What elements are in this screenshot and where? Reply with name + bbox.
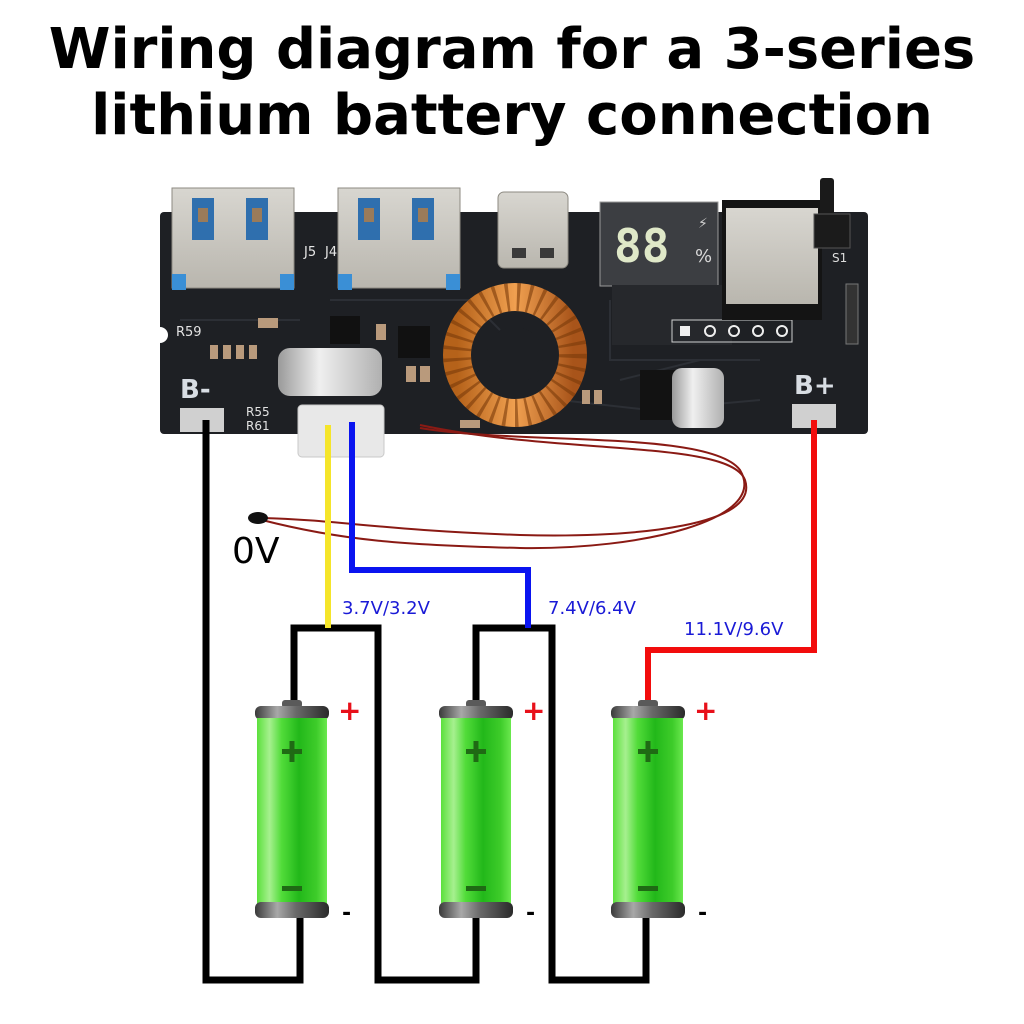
positive-wire: [645, 420, 817, 706]
silk-r55: R55: [246, 405, 270, 419]
battery-bottom-cap: [611, 902, 685, 918]
battery-minus-label: -: [698, 901, 707, 926]
ic-chip-1: [330, 316, 360, 344]
tap1-voltage-label: 3.7V/3.2V: [342, 598, 431, 619]
thermistor-icon: [248, 512, 268, 524]
power-switch[interactable]: [813, 178, 851, 249]
battery-minus-label: -: [342, 901, 351, 926]
battery-1: +-: [255, 694, 361, 926]
battery-minus-label: -: [526, 901, 535, 926]
b-minus-pad[interactable]: [180, 408, 224, 432]
ic-chip-2: [398, 326, 430, 358]
battery-inner-plus-v: [645, 741, 651, 762]
capacitor-1: [278, 348, 382, 396]
silk-j5: J5: [303, 245, 316, 260]
tap3-voltage-label: 11.1V/9.6V: [684, 619, 784, 640]
battery-inner-plus-v: [473, 741, 479, 762]
silk-j4: J4: [324, 245, 337, 260]
battery-bottom-cap: [439, 902, 513, 918]
display-percent: %: [695, 246, 712, 267]
balance-connector[interactable]: [297, 404, 385, 458]
display-digits: 88: [614, 219, 669, 273]
link-cell1-cell2: [290, 624, 480, 984]
title-line-1: Wiring diagram for a 3-series: [48, 17, 976, 82]
battery-3: +-: [611, 694, 717, 926]
battery-bottom-cap: [255, 902, 329, 918]
battery-top-cap: [255, 706, 329, 720]
battery-inner-minus: [638, 886, 658, 891]
battery-cells: +-+-+-: [255, 694, 717, 926]
side-connector: [845, 283, 859, 345]
silk-s1: S1: [832, 251, 847, 265]
lightning-icon: ⚡: [698, 216, 708, 232]
pcb-notch: [152, 327, 168, 343]
link-cell2-cell3: [472, 624, 650, 984]
thermistor-wire-2: [261, 427, 746, 550]
tap2-voltage-label: 7.4V/6.4V: [548, 598, 637, 619]
battery-plus-label: +: [694, 694, 717, 727]
battery-inner-minus: [466, 886, 486, 891]
battery-plus-label: +: [338, 694, 361, 727]
wires: [202, 420, 817, 984]
battery-top-cap: [439, 706, 513, 720]
silk-r61: R61: [246, 419, 270, 433]
battery-inner-plus-v: [289, 741, 295, 762]
inductor-shield: [722, 200, 822, 320]
usb-c-port[interactable]: [497, 191, 569, 269]
tap2-wire: [349, 422, 531, 628]
smd-resistors: [210, 318, 602, 428]
silk-r59: R59: [176, 325, 202, 340]
b-minus-label: B-: [180, 375, 211, 405]
usb-a-port-1[interactable]: [171, 187, 295, 290]
b-plus-label: B+: [794, 371, 836, 401]
charger-board: J5 J4 88 % ⚡: [152, 178, 868, 458]
battery-2: +-: [439, 694, 545, 926]
zero-volt-label: 0V: [232, 531, 280, 572]
battery-inner-minus: [282, 886, 302, 891]
negative-wire: [202, 420, 304, 984]
battery-top-cap: [611, 706, 685, 720]
thermistor-wire: [261, 424, 748, 537]
capacitor-2: [672, 368, 724, 428]
toroid-inductor: [443, 283, 587, 427]
title-line-2: lithium battery connection: [91, 83, 933, 148]
battery-plus-label: +: [522, 694, 545, 727]
battery-percent-display: 88 % ⚡: [599, 201, 719, 287]
usb-a-port-2[interactable]: [337, 187, 461, 290]
